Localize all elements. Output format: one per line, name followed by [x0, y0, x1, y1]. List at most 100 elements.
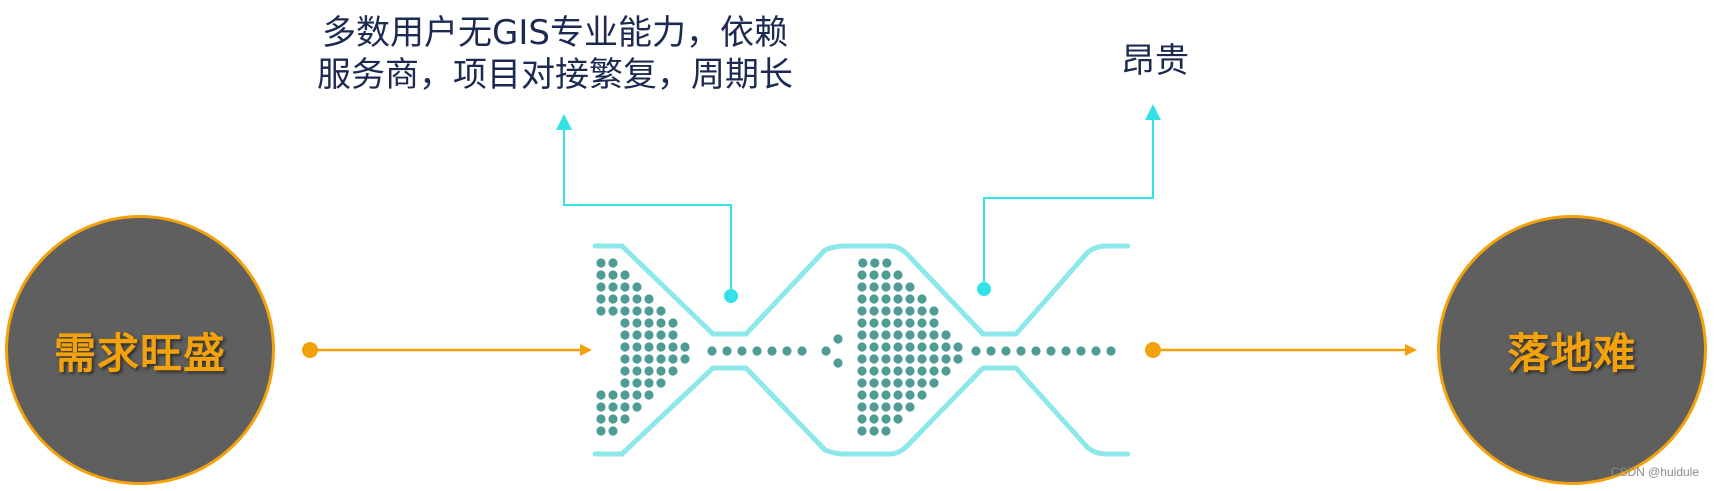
particle-dot	[1046, 346, 1056, 356]
particle-dot	[869, 282, 879, 292]
particle-dot	[644, 294, 654, 304]
particle-dot	[881, 378, 891, 388]
particle-dot	[644, 342, 654, 352]
particle-dot	[881, 390, 891, 400]
particle-dot	[869, 318, 879, 328]
particle-dot	[881, 414, 891, 424]
particle-dot	[656, 342, 666, 352]
output-flow-arrow	[1145, 342, 1417, 358]
particle-dot	[986, 346, 996, 356]
particle-dot	[797, 346, 807, 356]
callout-anchor-second	[977, 282, 991, 296]
particle-dot	[821, 346, 831, 356]
particle-dot	[1016, 346, 1026, 356]
particle-dot	[632, 402, 642, 412]
particle-dot	[632, 306, 642, 316]
particle-dot	[656, 306, 666, 316]
particle-dot	[668, 354, 678, 364]
particle-dot	[857, 378, 867, 388]
particle-dot	[905, 366, 915, 376]
particle-dot	[893, 318, 903, 328]
particle-dot	[608, 270, 618, 280]
callout-second-line-1: 昂贵	[1121, 41, 1189, 81]
particle-dot	[722, 346, 732, 356]
particle-dot	[917, 318, 927, 328]
particle-dot	[893, 330, 903, 340]
particle-dot	[632, 354, 642, 364]
particle-dot	[737, 346, 747, 356]
particle-dot	[929, 330, 939, 340]
particle-dot	[608, 258, 618, 268]
demand-circle: 需求旺盛	[5, 215, 275, 485]
particle-dot	[620, 390, 630, 400]
particle-dot	[869, 402, 879, 412]
particle-dot	[596, 414, 606, 424]
particle-dot	[668, 330, 678, 340]
particle-dot	[869, 294, 879, 304]
output-flow-dot	[1145, 342, 1161, 358]
particle-dot	[869, 414, 879, 424]
particle-dot	[929, 354, 939, 364]
particle-dot	[620, 306, 630, 316]
particle-dot	[857, 366, 867, 376]
particle-dot	[857, 294, 867, 304]
particle-dot	[971, 346, 981, 356]
landing-label: 落地难	[1507, 328, 1637, 378]
particle-dot	[1106, 346, 1116, 356]
particle-dot	[893, 366, 903, 376]
particle-dot	[893, 306, 903, 316]
particle-dot	[644, 366, 654, 376]
particle-dot	[596, 270, 606, 280]
particle-dot	[620, 414, 630, 424]
particle-dot	[953, 342, 963, 352]
particle-dot	[596, 402, 606, 412]
particle-dot	[917, 366, 927, 376]
particle-dot	[857, 330, 867, 340]
particle-dot	[608, 426, 618, 436]
particle-dot	[881, 270, 891, 280]
callout-first: 多数用户无GIS专业能力，依赖 服务商，项目对接繁复，周期长	[315, 12, 795, 96]
particle-dot	[882, 258, 892, 268]
particle-dot	[632, 366, 642, 376]
particle-dot	[893, 390, 903, 400]
particle-dot	[644, 330, 654, 340]
particle-dot	[905, 354, 915, 364]
particle-dot	[929, 378, 939, 388]
particle-dot	[620, 282, 630, 292]
particle-dot	[620, 270, 630, 280]
particle-dot	[869, 426, 879, 436]
particle-dot	[656, 330, 666, 340]
particle-dot	[596, 294, 606, 304]
particle-dot	[881, 282, 891, 292]
particle-dot	[857, 414, 867, 424]
particle-dot	[905, 390, 915, 400]
callout-second: 昂贵	[1100, 40, 1210, 82]
particle-dot	[929, 318, 939, 328]
particle-dot	[941, 354, 951, 364]
particle-dot	[941, 342, 951, 352]
particle-dot	[905, 306, 915, 316]
particle-dot	[752, 346, 762, 356]
callout-connector-first	[556, 114, 738, 303]
particle-dot	[893, 294, 903, 304]
particle-dot	[644, 378, 654, 388]
particle-dot	[893, 270, 903, 280]
particle-dot	[833, 334, 843, 344]
particle-dot	[917, 354, 927, 364]
particle-dot	[782, 346, 792, 356]
particle-dot	[881, 354, 891, 364]
particle-dot	[929, 366, 939, 376]
particle-dot	[857, 390, 867, 400]
particle-dot	[917, 342, 927, 352]
particle-dot	[833, 358, 843, 368]
particle-dot	[644, 318, 654, 328]
particle-dot	[893, 354, 903, 364]
particle-dot	[881, 330, 891, 340]
particle-dot	[680, 354, 690, 364]
particle-dot	[620, 366, 630, 376]
particle-dot	[905, 294, 915, 304]
particle-dot	[668, 366, 678, 376]
particle-dot	[596, 258, 606, 268]
